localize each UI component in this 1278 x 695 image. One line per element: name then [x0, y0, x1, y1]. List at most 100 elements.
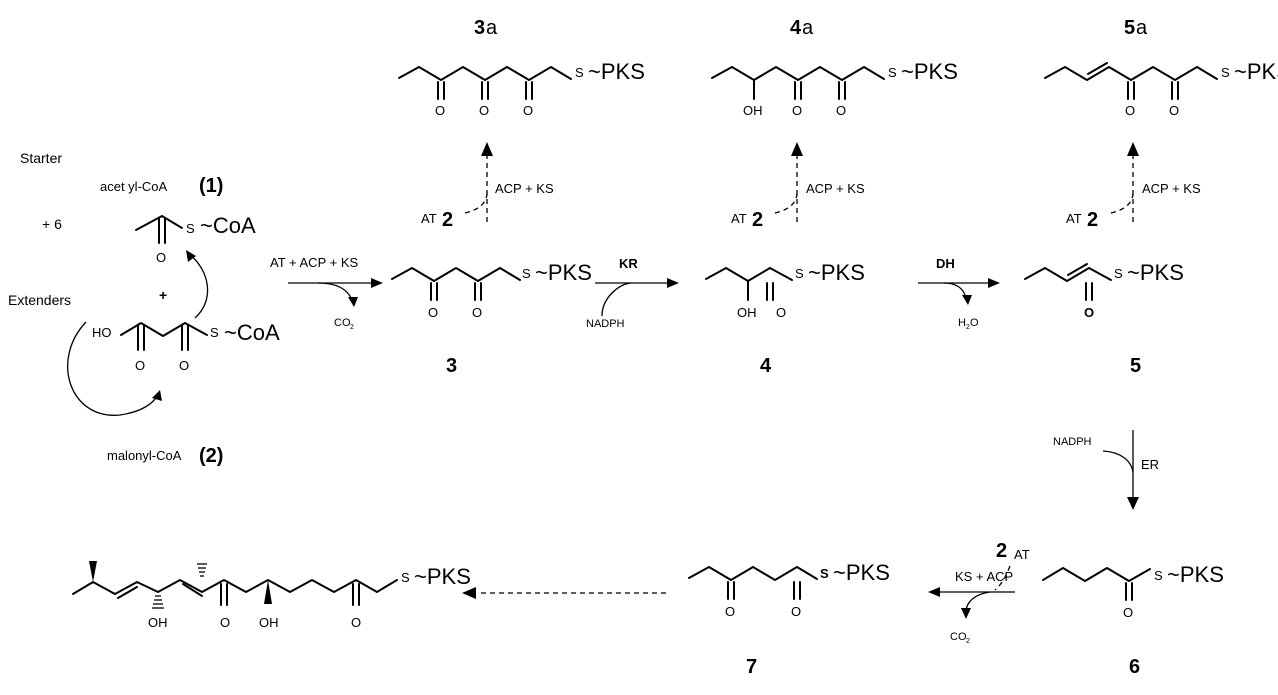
svg-text:malonyl-CoA: malonyl-CoA	[107, 448, 182, 463]
svg-text:2: 2	[1087, 209, 1098, 231]
svg-text:3: 3	[474, 17, 485, 39]
svg-text:CO: CO	[950, 631, 967, 643]
kr-label: KR	[619, 256, 638, 271]
final-product-structure: OH O OH O S ~PKS	[72, 561, 471, 630]
svg-text:~PKS: ~PKS	[1234, 59, 1278, 84]
svg-text:S: S	[795, 266, 804, 281]
svg-text:a: a	[802, 17, 814, 39]
svg-text:O: O	[351, 615, 361, 630]
svg-text:(1): (1)	[199, 175, 223, 197]
svg-text:~PKS: ~PKS	[833, 560, 890, 585]
svg-text:O: O	[1169, 103, 1179, 118]
svg-text:~PKS: ~PKS	[808, 260, 865, 285]
compound-3-structure: O O S ~PKS	[391, 260, 592, 320]
svg-text:S: S	[888, 65, 897, 80]
elongation-2-label: 2 AT	[996, 540, 1030, 562]
svg-text:~CoA: ~CoA	[200, 213, 256, 238]
compound-5-structure: O S ~PKS	[1024, 260, 1184, 320]
elongation-arrow-4a: AT 2 ACP + KS	[731, 142, 865, 231]
svg-text:O: O	[1084, 305, 1094, 320]
er-label: ER	[1141, 457, 1159, 472]
elongation-arrow-5a: AT 2 ACP + KS	[1066, 142, 1201, 231]
acetyl-coa-structure: O S ~CoA	[135, 213, 256, 265]
svg-text:a: a	[486, 17, 498, 39]
svg-text:S: S	[522, 266, 531, 281]
svg-text:H: H	[958, 317, 966, 329]
loading-enzymes-label: AT + ACP + KS	[270, 255, 358, 270]
starter-loop-arrow	[187, 252, 209, 319]
svg-text:S: S	[1154, 568, 1163, 583]
malonyl-coa-label: malonyl-CoA (2)	[107, 445, 223, 467]
svg-text:a: a	[1136, 17, 1148, 39]
svg-text:S: S	[1221, 65, 1230, 80]
svg-text:O: O	[725, 604, 735, 619]
nadph-er-label: NADPH	[1053, 436, 1092, 448]
acetyl-coa-label: acet yl-CoA (1)	[100, 175, 223, 197]
svg-text:acet yl-CoA: acet yl-CoA	[100, 179, 168, 194]
svg-text:O: O	[836, 103, 846, 118]
svg-text:OH: OH	[148, 615, 168, 630]
svg-text:2: 2	[966, 638, 970, 645]
svg-text:O: O	[1125, 103, 1135, 118]
elongation-arrow-3a: AT 2 ACP + KS	[421, 142, 554, 231]
svg-text:O: O	[791, 604, 801, 619]
svg-text:~PKS: ~PKS	[414, 564, 471, 589]
compound-3a-structure: O O O S ~PKS	[398, 59, 645, 118]
svg-text:O: O	[479, 103, 489, 118]
svg-text:S: S	[1114, 266, 1123, 281]
svg-text:S: S	[401, 570, 410, 585]
svg-text:ACP + KS: ACP + KS	[1142, 181, 1201, 196]
svg-text:S: S	[820, 566, 829, 581]
svg-text:5: 5	[1124, 17, 1135, 39]
svg-text:O: O	[523, 103, 533, 118]
svg-text:CO: CO	[334, 317, 351, 329]
svg-text:OH: OH	[743, 103, 763, 118]
extenders-label: Extenders	[8, 292, 71, 308]
svg-text:4: 4	[790, 17, 802, 39]
svg-text:O: O	[792, 103, 802, 118]
svg-text:O: O	[435, 103, 445, 118]
svg-text:S: S	[210, 325, 219, 340]
nadph-kr-label: NADPH	[586, 318, 625, 330]
plus-six-label: + 6	[42, 216, 62, 232]
starter-label: Starter	[20, 150, 62, 166]
svg-text:ACP + KS: ACP + KS	[806, 181, 865, 196]
svg-text:O: O	[472, 305, 482, 320]
compound-7-number: 7	[746, 656, 757, 678]
ks-acp-label: KS + ACP	[955, 569, 1013, 584]
extender-loop-arrow	[67, 321, 159, 416]
malonyl-coa-structure: HO O O S ~CoA	[92, 320, 280, 373]
svg-text:HO: HO	[92, 325, 112, 340]
svg-text:2: 2	[966, 324, 970, 331]
compound-6-structure: O S ~PKS	[1042, 562, 1224, 620]
svg-text:(2): (2)	[199, 445, 223, 467]
svg-text:O: O	[776, 305, 786, 320]
svg-text:O: O	[970, 317, 979, 329]
svg-text:O: O	[220, 615, 230, 630]
svg-text:OH: OH	[259, 615, 279, 630]
compound-5a-structure: O O S ~PKS	[1044, 59, 1278, 118]
svg-text:S: S	[186, 221, 195, 236]
dh-label: DH	[936, 256, 955, 271]
svg-text:ACP + KS: ACP + KS	[495, 181, 554, 196]
svg-text:~PKS: ~PKS	[1127, 260, 1184, 285]
svg-text:O: O	[135, 358, 145, 373]
compound-4-structure: OH O S ~PKS	[705, 260, 865, 320]
svg-text:2: 2	[752, 209, 763, 231]
svg-text:AT: AT	[1014, 547, 1030, 562]
svg-text:2: 2	[350, 324, 354, 331]
svg-text:~CoA: ~CoA	[224, 320, 280, 345]
svg-text:~PKS: ~PKS	[1167, 562, 1224, 587]
svg-text:AT: AT	[731, 211, 747, 226]
plus-sign: +	[159, 287, 167, 303]
compound-5-number: 5	[1130, 355, 1141, 377]
svg-text:~PKS: ~PKS	[901, 59, 958, 84]
compound-3-number: 3	[446, 355, 457, 377]
